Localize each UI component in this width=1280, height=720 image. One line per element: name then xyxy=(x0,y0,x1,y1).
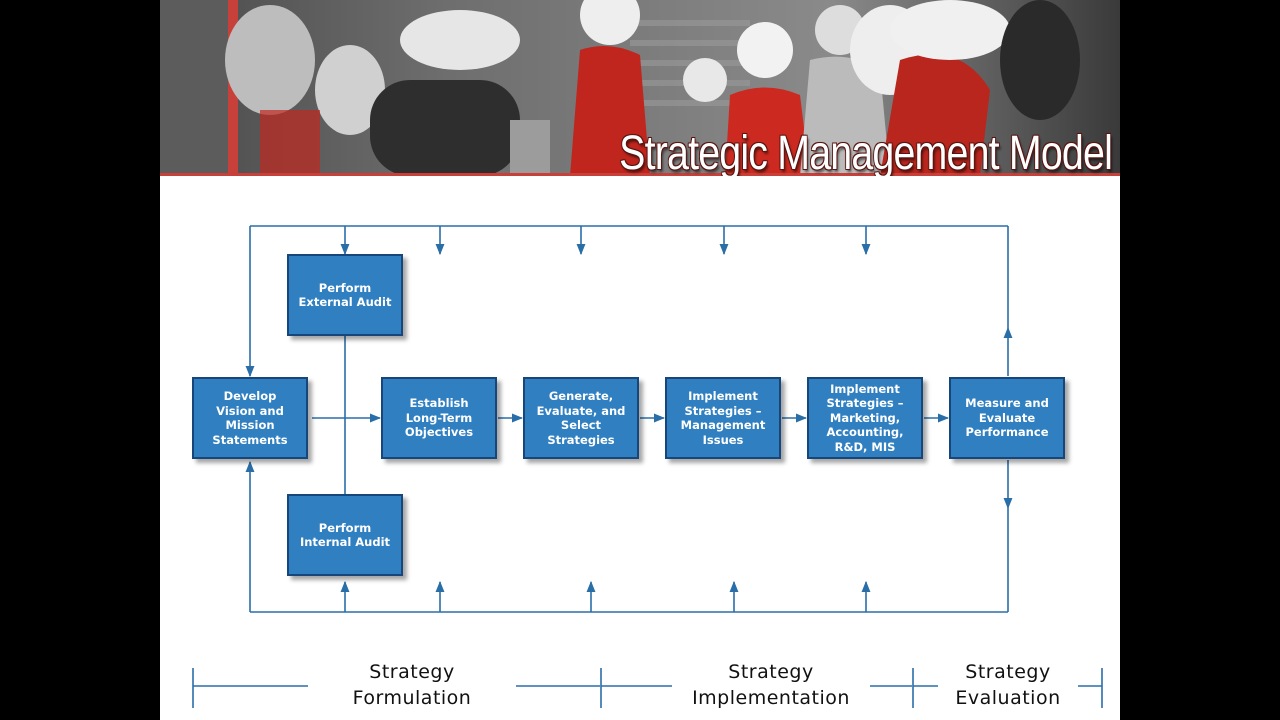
crowd-illustration xyxy=(160,0,1120,176)
slide-title: Strategic Management Model xyxy=(619,127,1113,176)
box-label: Establish Long-Term Objectives xyxy=(404,396,474,440)
box-perform-external-audit: Perform External Audit xyxy=(287,254,403,336)
box-measure-evaluate: Measure and Evaluate Performance xyxy=(949,377,1065,459)
flow-diagram xyxy=(192,225,1103,708)
box-establish-objectives: Establish Long-Term Objectives xyxy=(381,377,497,459)
box-implement-management: Implement Strategies – Management Issues xyxy=(665,377,781,459)
banner-image: Strategic Management Model xyxy=(160,0,1120,176)
box-develop-vision-mission: Develop Vision and Mission Statements xyxy=(192,377,308,459)
box-implement-marketing: Implement Strategies – Marketing, Accoun… xyxy=(807,377,923,459)
box-label: Perform Internal Audit xyxy=(299,520,391,550)
box-label: Perform External Audit xyxy=(298,280,392,310)
box-label: Develop Vision and Mission Statements xyxy=(212,389,288,447)
box-label: Measure and Evaluate Performance xyxy=(965,396,1049,440)
phase-strategy-formulation: Strategy Formulation xyxy=(352,661,472,709)
box-generate-evaluate-select: Generate, Evaluate, and Select Strategie… xyxy=(523,377,639,459)
box-label: Generate, Evaluate, and Select Strategie… xyxy=(536,389,626,447)
box-label: Implement Strategies – Marketing, Accoun… xyxy=(826,381,904,454)
phase-strategy-evaluation: Strategy Evaluation xyxy=(955,661,1061,709)
box-label: Implement Strategies – Management Issues xyxy=(680,389,766,447)
box-perform-internal-audit: Perform Internal Audit xyxy=(287,494,403,576)
slide: Strategic Management Model xyxy=(160,0,1120,720)
banner-accent-line xyxy=(160,173,1120,176)
phase-strategy-implementation: Strategy Implementation xyxy=(692,661,850,709)
